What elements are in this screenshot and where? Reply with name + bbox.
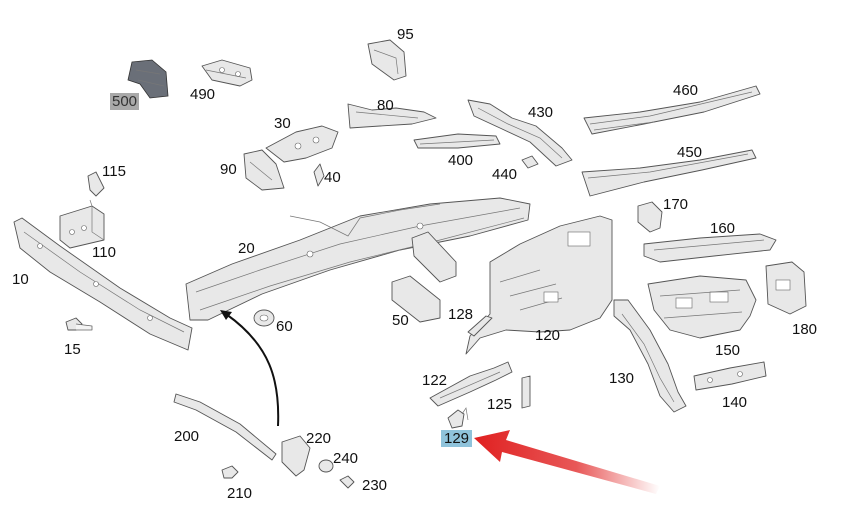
part-15 bbox=[65, 317, 93, 331]
part-440 bbox=[521, 155, 539, 169]
callout-210: 210 bbox=[227, 485, 253, 502]
part-125 bbox=[521, 375, 531, 409]
part-150 bbox=[647, 275, 757, 339]
callout-170: 170 bbox=[663, 196, 689, 213]
part-500 bbox=[127, 59, 169, 99]
part-40 bbox=[313, 163, 325, 187]
part-30 bbox=[265, 125, 339, 163]
callout-160: 160 bbox=[710, 220, 736, 237]
part-180 bbox=[765, 261, 807, 315]
part-50 bbox=[391, 231, 457, 323]
part-490 bbox=[201, 59, 253, 87]
part-129 bbox=[447, 407, 469, 429]
callout-10: 10 bbox=[12, 271, 29, 288]
part-128 bbox=[467, 315, 493, 337]
callout-140: 140 bbox=[722, 394, 748, 411]
part-170 bbox=[637, 201, 663, 233]
callout-430: 430 bbox=[528, 104, 554, 121]
callout-129: 129 bbox=[441, 430, 473, 447]
callout-220: 220 bbox=[306, 430, 332, 447]
callout-30: 30 bbox=[274, 115, 291, 132]
highlight-arrow bbox=[474, 430, 660, 494]
callout-60: 60 bbox=[276, 318, 293, 335]
callout-80: 80 bbox=[377, 97, 394, 114]
part-115 bbox=[87, 171, 105, 197]
part-230 bbox=[339, 475, 355, 489]
callout-450: 450 bbox=[677, 144, 703, 161]
callout-95: 95 bbox=[397, 26, 414, 43]
part-80 bbox=[347, 103, 437, 129]
callout-125: 125 bbox=[487, 396, 513, 413]
callout-40: 40 bbox=[324, 169, 341, 186]
part-450 bbox=[581, 149, 757, 197]
callout-490: 490 bbox=[190, 86, 216, 103]
callout-120: 120 bbox=[535, 327, 561, 344]
callout-440: 440 bbox=[492, 166, 518, 183]
callout-230: 230 bbox=[362, 477, 388, 494]
part-90 bbox=[243, 149, 285, 191]
part-130 bbox=[613, 299, 687, 413]
part-220 bbox=[281, 435, 311, 477]
part-140 bbox=[693, 361, 767, 391]
part-200 bbox=[173, 393, 277, 461]
part-95 bbox=[367, 39, 407, 81]
part-110 bbox=[59, 199, 105, 249]
part-400 bbox=[413, 133, 501, 149]
callout-130: 130 bbox=[609, 370, 635, 387]
callout-90: 90 bbox=[220, 161, 237, 178]
part-430 bbox=[467, 99, 573, 167]
part-240 bbox=[318, 459, 334, 473]
part-20 bbox=[185, 197, 531, 321]
part-460 bbox=[583, 85, 761, 135]
callout-128: 128 bbox=[448, 306, 474, 323]
part-60 bbox=[253, 309, 275, 327]
callout-180: 180 bbox=[792, 321, 818, 338]
callout-15: 15 bbox=[64, 341, 81, 358]
callout-460: 460 bbox=[673, 82, 699, 99]
callout-200: 200 bbox=[174, 428, 200, 445]
callout-500: 500 bbox=[110, 93, 140, 110]
callout-240: 240 bbox=[333, 450, 359, 467]
part-160 bbox=[643, 233, 777, 263]
assembly-arrow bbox=[220, 310, 280, 427]
part-122 bbox=[429, 361, 513, 407]
part-120 bbox=[465, 215, 613, 355]
callout-122: 122 bbox=[422, 372, 448, 389]
callout-50: 50 bbox=[392, 312, 409, 329]
part-10 bbox=[13, 217, 193, 351]
callout-400: 400 bbox=[448, 152, 474, 169]
part-210 bbox=[221, 465, 239, 479]
callout-110: 110 bbox=[92, 244, 116, 261]
callout-150: 150 bbox=[715, 342, 741, 359]
callout-20: 20 bbox=[238, 240, 255, 257]
callout-115: 115 bbox=[102, 163, 126, 180]
